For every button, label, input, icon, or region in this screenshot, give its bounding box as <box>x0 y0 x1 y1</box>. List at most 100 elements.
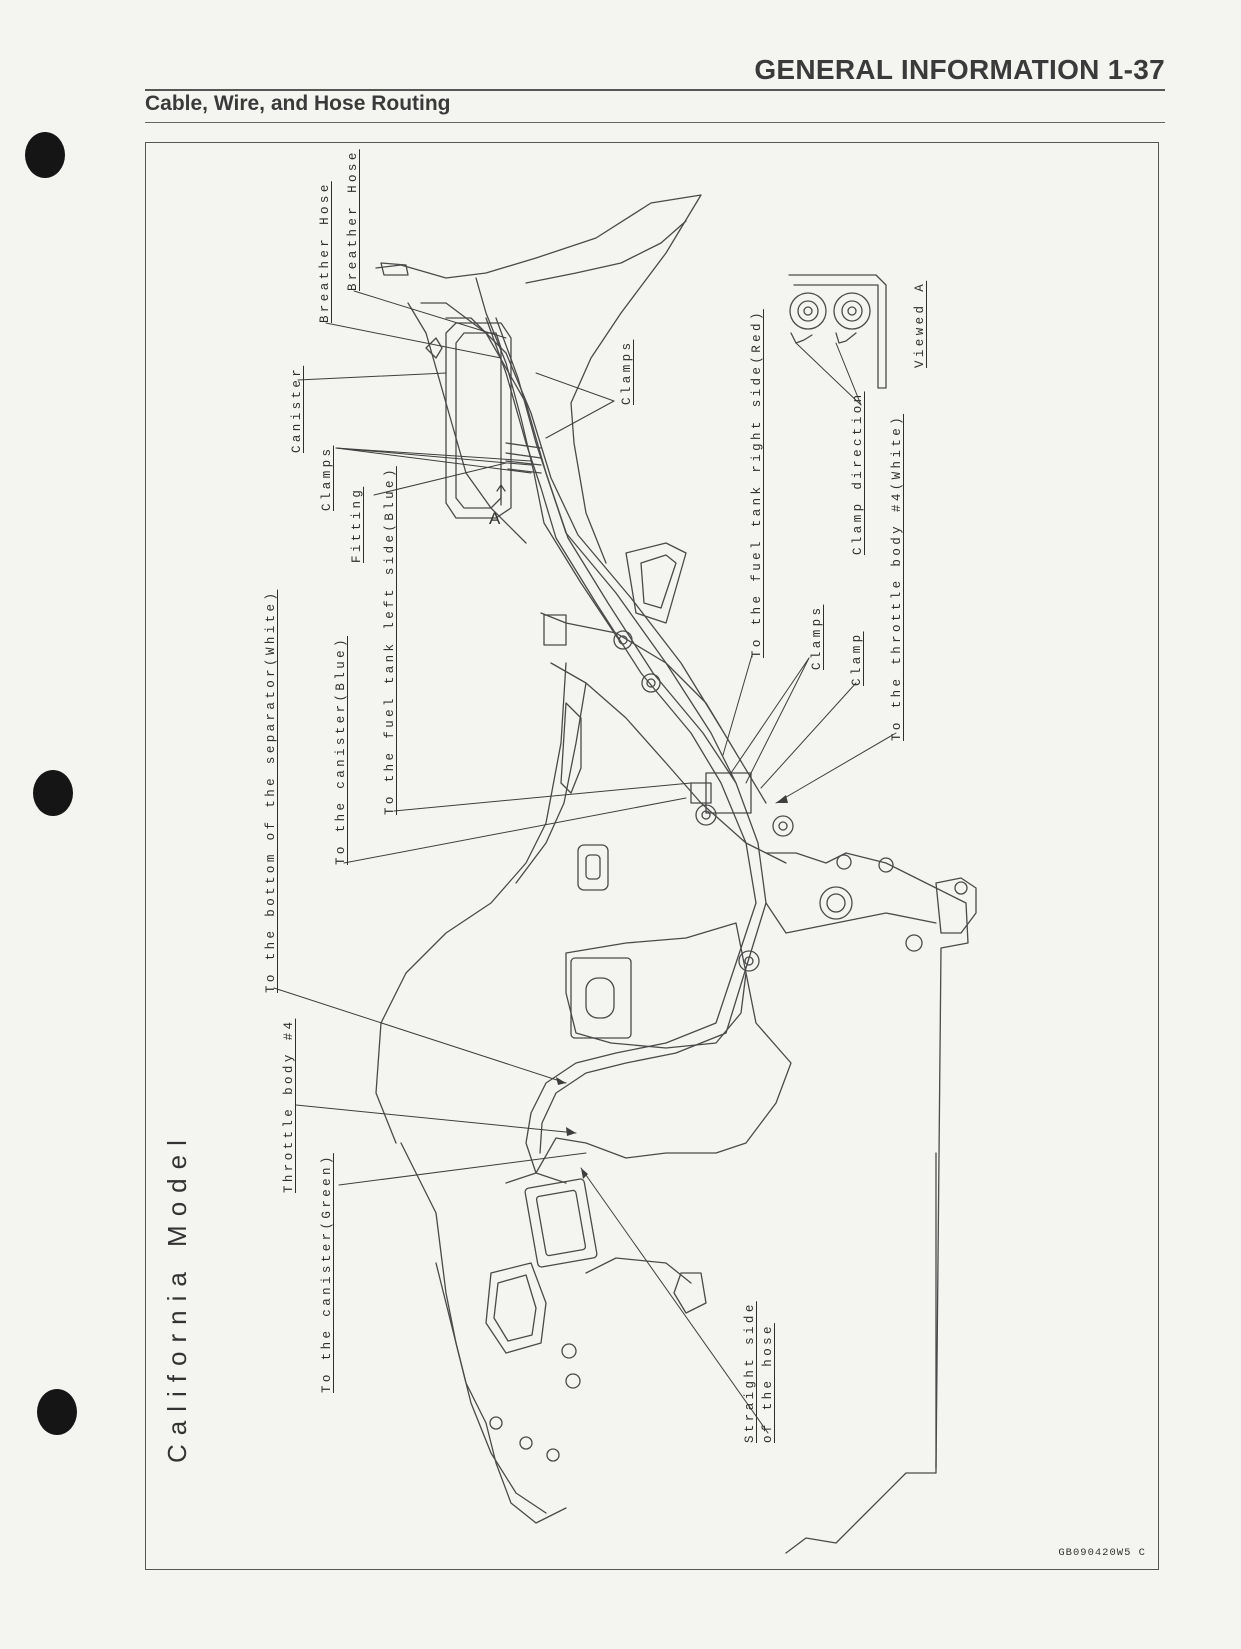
front-fork-area <box>400 1142 567 1524</box>
punch-hole-bottom <box>37 1389 77 1435</box>
view-a-arrow <box>496 484 506 506</box>
leader-lines <box>273 290 897 1434</box>
pivot-bolt-5 <box>738 950 760 972</box>
front-bolt-4 <box>519 1436 533 1450</box>
front-bracket <box>673 1272 707 1314</box>
leader-canister-blue <box>343 797 687 864</box>
leader-clamp-mid <box>760 682 857 789</box>
model-title: California Model <box>162 1131 192 1463</box>
arrow-throttle-white <box>776 795 788 803</box>
label-canister-green: To the canister(Green) <box>320 1153 334 1393</box>
main-frame-lower <box>550 662 787 864</box>
label-canister-blue: To the canister(Blue) <box>334 636 348 865</box>
leader-clamps-mid-2 <box>745 657 810 784</box>
swingarm-bolt-b <box>878 857 894 873</box>
front-bolt-2 <box>565 1373 581 1389</box>
label-fuel-tank-right: To the fuel tank right side(Red) <box>750 309 764 658</box>
leader-throttle-white <box>775 732 897 804</box>
canister-box <box>445 322 512 519</box>
leader-canister <box>297 372 447 381</box>
front-bolt-1 <box>561 1343 577 1359</box>
separator-hose <box>525 902 757 1184</box>
section-title: GENERAL INFORMATION 1-37 <box>754 54 1165 85</box>
leader-clamps-3 <box>335 447 532 474</box>
punch-hole-top <box>25 132 65 178</box>
leader-breather-2 <box>353 290 507 339</box>
detail-clamp-right <box>835 332 857 344</box>
label-throttle-body-4: Throttle body #4 <box>282 1018 296 1193</box>
arrow-straight-side <box>581 1168 588 1179</box>
tail-plate <box>380 262 409 276</box>
pivot-bolt-4 <box>772 815 794 837</box>
subsection-title: Cable, Wire, and Hose Routing <box>145 92 451 115</box>
label-clamps-mid: Clamps <box>810 604 824 670</box>
label-fitting: Fitting <box>350 486 364 563</box>
leader-canister-green <box>338 1152 587 1186</box>
view-a-marker: A <box>489 509 501 528</box>
label-breather-hose-1: Breather Hose <box>318 181 332 323</box>
part-code: GB090420W5 C <box>1058 1547 1146 1559</box>
swingarm-bolt-a <box>836 854 852 870</box>
leader-fitting <box>373 462 507 496</box>
header-rule-bottom <box>145 122 1165 123</box>
page-header: GENERAL INFORMATION 1-37 Cable, Wire, an… <box>145 48 1165 124</box>
header-rule-top <box>145 89 1165 91</box>
air-duct <box>485 1262 547 1354</box>
swingarm-pivot-inner <box>826 893 846 913</box>
label-clamps-top: Clamps <box>320 445 334 511</box>
tank-panel <box>560 702 582 794</box>
label-canister: Canister <box>290 365 304 453</box>
leader-clamps-right-2 <box>545 400 615 439</box>
detail-bracket <box>788 274 887 389</box>
leader-straight-side <box>580 1167 769 1434</box>
canister-inner <box>455 332 502 509</box>
pivot-bolt-2 <box>641 673 661 693</box>
leader-clamps-1 <box>335 447 532 466</box>
front-bolt-3 <box>489 1416 503 1430</box>
rear-subframe-right <box>445 317 722 729</box>
detail-hose-left <box>789 292 827 330</box>
detail-hose-right-mid <box>841 300 863 322</box>
label-clamp-direction: Clamp direction <box>851 391 865 555</box>
leader-fuel-left <box>393 782 692 812</box>
separator-hose-2 <box>539 902 767 1154</box>
pivot-bolt-2-inner <box>646 678 656 688</box>
pivot-bolt-4-inner <box>778 821 788 831</box>
frame-gusset <box>625 542 687 624</box>
rear-subframe-left <box>420 302 737 784</box>
label-straight-side: Straight side of the hose <box>741 1301 777 1443</box>
leader-clamp-dir-2 <box>795 342 862 406</box>
swingarm-bolt-c <box>905 934 923 952</box>
swingarm-bolt-d <box>954 881 968 895</box>
leader-clamps-2 <box>335 447 532 462</box>
pivot-bolt-1-inner <box>618 635 628 645</box>
front-cross-member <box>585 1257 692 1284</box>
label-clamps-right-top: Clamps <box>620 339 634 405</box>
arrow-throttle-4 <box>566 1127 576 1136</box>
leader-arrows <box>556 795 788 1179</box>
tank-fitting <box>577 844 609 891</box>
arrow-separator <box>556 1077 566 1085</box>
pivot-bolt-1 <box>613 630 633 650</box>
viewed-a-detail <box>788 274 887 389</box>
label-throttle-body-white: To the throttle body #4(White) <box>890 413 904 741</box>
swingarm-pivot <box>819 886 853 920</box>
engine-right-edge <box>785 1152 937 1554</box>
engine-case-outline <box>565 922 747 1049</box>
frame-drawing <box>273 194 977 1554</box>
label-fuel-tank-left: To the fuel tank left side(Blue) <box>383 466 397 815</box>
frame-gusset-inner <box>640 554 677 609</box>
swingarm-bracket <box>935 877 977 934</box>
engine-lower-contour <box>505 972 792 1184</box>
rear-fender-outline <box>375 194 702 564</box>
tail-bracket-left <box>425 337 443 359</box>
detail-hose-left-mid <box>797 300 819 322</box>
swingarm-outline <box>765 852 969 1469</box>
battery-box-inner <box>585 977 615 1019</box>
label-straight-side-line1: Straight side <box>743 1301 757 1443</box>
hose-run-1 <box>485 317 757 904</box>
leader-separator <box>273 987 567 1084</box>
rear-fender-edge <box>407 302 527 544</box>
leader-clamps-right-1 <box>535 372 615 402</box>
throttle-body-unit <box>524 1178 598 1268</box>
